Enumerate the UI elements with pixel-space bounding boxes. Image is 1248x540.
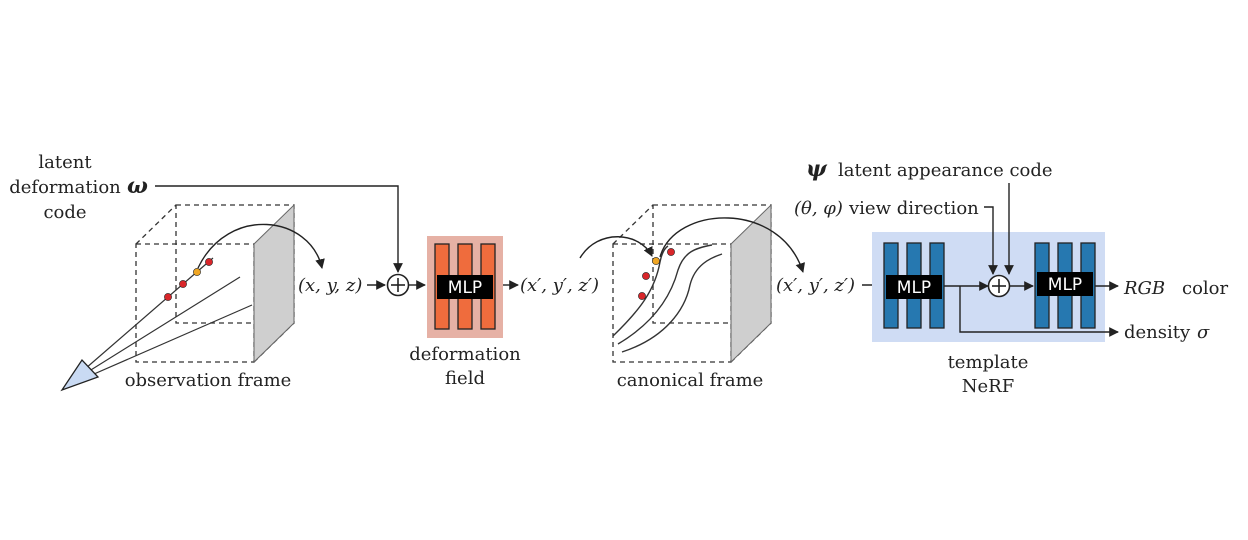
canonical-frame-label: canonical frame (617, 370, 764, 391)
image-plane (730, 203, 772, 364)
latent-code-arrow (155, 185, 403, 273)
latent-omega-symbol: ω (127, 173, 148, 199)
image-plane (253, 203, 295, 364)
sigma-symbol: σ (1197, 322, 1210, 343)
sample-point (164, 293, 172, 301)
sample-point (179, 280, 187, 288)
latent-label-line2: deformation (9, 177, 121, 198)
sample-point (193, 268, 201, 276)
observation-frame-label: observation frame (125, 370, 292, 391)
latent-label-line1: latent (38, 152, 92, 173)
camera-icon (60, 358, 100, 392)
deformation-label-line2: field (445, 368, 485, 389)
sample-point (642, 272, 650, 280)
rgb-color-label: color (1182, 278, 1229, 299)
view-direction-label: view direction (848, 198, 979, 219)
theta-phi-label: (θ, φ) (794, 198, 843, 219)
xyz-label: (x, y, z) (298, 275, 362, 296)
observation-frame (60, 203, 325, 392)
deformation-field-mlp: MLP (427, 236, 503, 338)
deformation-label-line1: deformation (409, 344, 521, 365)
template-label-line2: NeRF (962, 376, 1014, 397)
template-label-line1: template (948, 352, 1029, 373)
sample-point (638, 292, 646, 300)
sample-point (205, 258, 213, 266)
xyz-prime-label-2: (x′, y′, z′) (776, 275, 855, 296)
add-node-icon (987, 274, 1011, 298)
appearance-code-label: latent appearance code (838, 160, 1053, 181)
mlp-label: MLP (897, 278, 931, 298)
latent-label-line3: code (43, 202, 86, 223)
canonical-frame (579, 203, 805, 364)
psi-symbol: ψ (806, 156, 828, 182)
template-nerf: MLP MLP (872, 232, 1105, 342)
mlp-label: MLP (448, 278, 482, 298)
density-label: density (1124, 322, 1191, 343)
add-node-icon (386, 273, 410, 297)
sample-point (667, 248, 675, 256)
projection-arrow (197, 223, 325, 269)
rgb-math-label: RGB (1123, 278, 1165, 299)
mlp-label: MLP (1048, 275, 1082, 295)
sample-point (652, 257, 660, 265)
xyz-prime-label-1: (x′, y′, z′) (520, 275, 599, 296)
